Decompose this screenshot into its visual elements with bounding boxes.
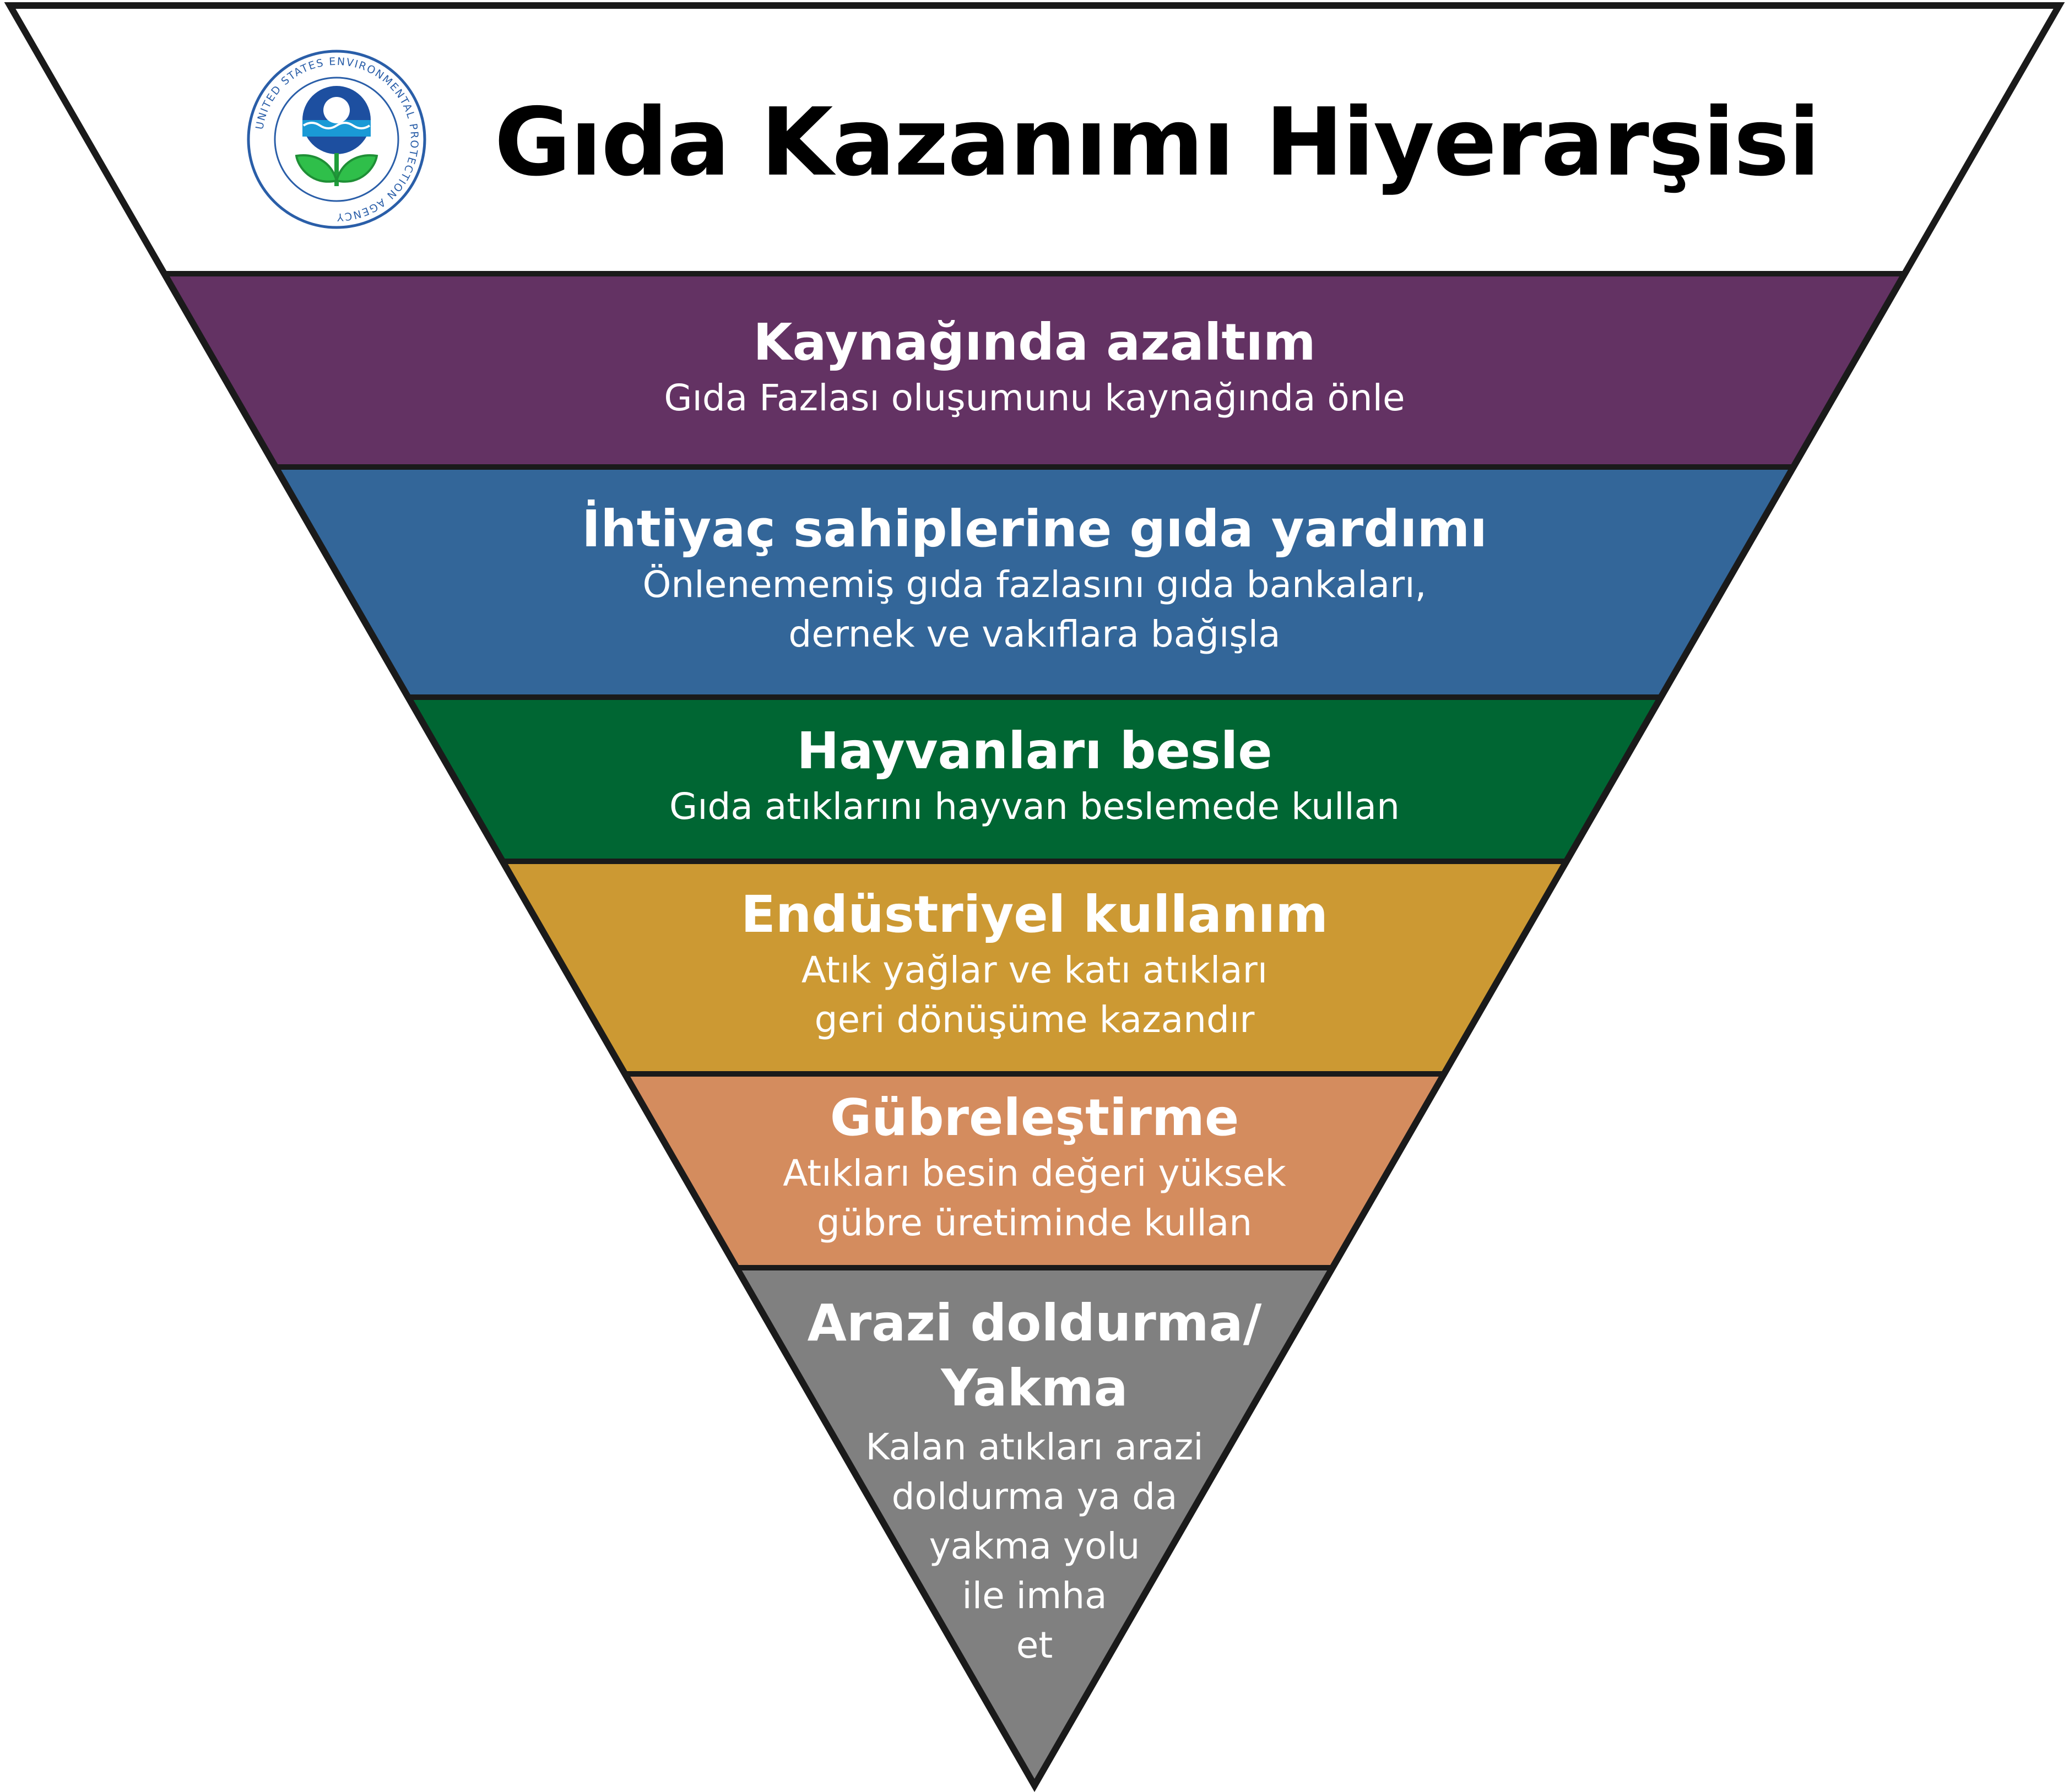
level-description: Gıda Fazlası oluşumunu kaynağında önle xyxy=(664,376,1405,419)
level-description: Önlenememiş gıda fazlasını gıda bankalar… xyxy=(642,563,1427,606)
level-band-6 xyxy=(736,1268,1333,1785)
level-description: geri dönüşüme kazandır xyxy=(814,998,1255,1041)
level-description: doldurma ya da xyxy=(891,1475,1178,1518)
level-title: Kaynağında azaltım xyxy=(753,312,1316,372)
level-title: Hayvanları besle xyxy=(797,721,1272,780)
epa-seal-icon: UNITED STATES ENVIRONMENTAL PROTECTION A… xyxy=(247,50,426,229)
level-band-4 xyxy=(502,861,1567,1074)
level-band-3 xyxy=(408,697,1661,861)
level-description: gübre üretiminde kullan xyxy=(816,1202,1253,1244)
level-band-5 xyxy=(625,1074,1444,1268)
level-description: yakma yolu xyxy=(929,1525,1140,1567)
level-description: dernek ve vakıflara bağışla xyxy=(788,613,1281,655)
level-title: Endüstriyel kullanım xyxy=(741,885,1328,944)
level-description: Gıda atıklarını hayvan beslemede kullan xyxy=(669,785,1400,828)
level-band-2 xyxy=(275,467,1794,697)
level-description: Kalan atıkları arazi xyxy=(865,1426,1204,1468)
pyramid-outline xyxy=(4,2,2065,1792)
diagram-title: Gıda Kazanımı Hiyerarşisi xyxy=(494,88,1820,197)
level-description: et xyxy=(1016,1624,1053,1666)
level-title: Gübreleştirme xyxy=(830,1088,1239,1147)
level-description: Atık yağlar ve katı atıkları xyxy=(801,949,1268,991)
level-title: İhtiyaç sahiplerine gıda yardımı xyxy=(582,499,1487,558)
level-band-1 xyxy=(164,274,1905,467)
level-description: ile imha xyxy=(962,1574,1107,1617)
level-title: Arazi doldurma/ xyxy=(807,1294,1262,1353)
level-description: Atıkları besin değeri yüksek xyxy=(783,1152,1286,1194)
header-band xyxy=(10,6,2059,274)
level-title: Yakma xyxy=(941,1359,1128,1418)
